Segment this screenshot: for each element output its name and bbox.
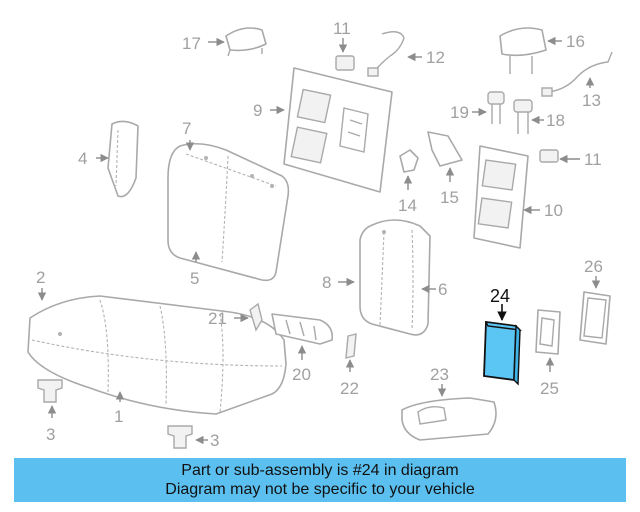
part-6-seatback-cushion[interactable]	[359, 219, 431, 336]
part-23-armrest[interactable]: 23	[401, 365, 497, 441]
info-banner: Part or sub-assembly is #24 in diagram D…	[14, 458, 626, 502]
callout-25: 25	[540, 379, 559, 398]
part-22-pin[interactable]: 22	[340, 333, 359, 398]
callout-12: 12	[426, 48, 445, 67]
callout-11-top: 11	[333, 19, 351, 38]
part-11-clip-right[interactable]: 11	[539, 149, 602, 169]
part-13-cable[interactable]: 13	[541, 51, 613, 110]
part-26-panel[interactable]: 26	[579, 257, 611, 345]
callout-11-right: 11	[584, 150, 602, 169]
part-10-seatback-frame[interactable]: 10	[473, 145, 563, 249]
callout-7: 7	[182, 119, 191, 138]
callout-3-right: 3	[210, 431, 219, 450]
part-25-panel[interactable]: 25	[535, 309, 561, 398]
callout-23: 23	[430, 365, 449, 384]
callout-22: 22	[340, 379, 359, 398]
part-12-cable[interactable]: 12	[367, 31, 445, 77]
callout-1: 1	[114, 407, 123, 426]
callout-4: 4	[78, 149, 87, 168]
part-17-headrest[interactable]: 17	[182, 27, 267, 57]
part-19-headrest-guide[interactable]: 19	[450, 91, 505, 124]
banner-line-2: Diagram may not be specific to your vehi…	[165, 481, 475, 498]
callout-19: 19	[450, 103, 469, 122]
part-11-clip-top[interactable]: 11	[333, 19, 355, 71]
callout-3-left: 3	[46, 425, 55, 444]
callout-18: 18	[546, 111, 565, 130]
callout-2: 2	[36, 268, 45, 287]
callout-8: 8	[322, 273, 331, 292]
banner-line-1: Part or sub-assembly is #24 in diagram	[181, 462, 459, 479]
callout-9: 9	[253, 101, 262, 120]
part-9-seatback-frame[interactable]: 9	[253, 67, 393, 193]
callout-26: 26	[584, 257, 603, 276]
callout-10: 10	[544, 201, 563, 220]
part-4-side-bolster[interactable]: 4	[78, 120, 139, 198]
part-20-bracket[interactable]: 20	[271, 313, 334, 384]
part-16-headrest[interactable]: 16	[499, 27, 585, 74]
part-18-headrest-guide[interactable]: 18	[513, 99, 565, 134]
part-5-seatback-cushion[interactable]	[167, 142, 290, 282]
part-14-bracket[interactable]: 14	[398, 149, 419, 215]
part-21-clip[interactable]: 21	[208, 302, 263, 332]
part-3-hook-right[interactable]: 3	[167, 425, 219, 450]
callout-21: 21	[208, 309, 227, 328]
part-15-cover[interactable]: 15	[427, 131, 463, 207]
callout-20: 20	[292, 365, 311, 384]
callout-16: 16	[566, 32, 585, 51]
callout-5: 5	[190, 269, 199, 288]
callout-24: 24	[490, 286, 510, 306]
callout-15: 15	[440, 188, 459, 207]
callout-6: 6	[438, 280, 447, 299]
callout-13: 13	[582, 91, 601, 110]
part-24-highlighted-panel[interactable]: 24	[483, 286, 522, 386]
part-1-seat-cushion[interactable]	[27, 295, 287, 415]
callout-17: 17	[182, 34, 201, 53]
part-3-hook-left[interactable]: 3	[37, 379, 63, 444]
callout-14: 14	[398, 196, 417, 215]
